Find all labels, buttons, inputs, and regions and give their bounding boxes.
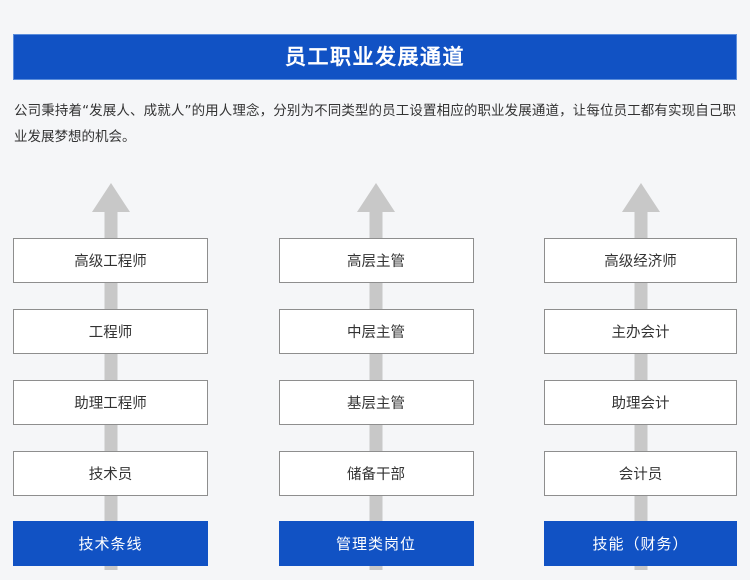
career-level-box[interactable]: 高级工程师 bbox=[13, 238, 208, 283]
arrow-head bbox=[91, 183, 130, 212]
career-level-list: 高级经济师 主办会计 助理会计 会计员 技能（财务） bbox=[544, 180, 737, 570]
career-track-columns: 高级工程师 工程师 助理工程师 技术员 技术条线 高层主管 中层主管 基层主管 … bbox=[13, 180, 737, 570]
career-track-label[interactable]: 管理类岗位 bbox=[278, 521, 474, 566]
career-level-box[interactable]: 助理会计 bbox=[544, 380, 737, 425]
career-level-box[interactable]: 会计员 bbox=[544, 451, 737, 496]
career-level-box[interactable]: 中层主管 bbox=[278, 309, 474, 354]
career-level-box[interactable]: 基层主管 bbox=[278, 380, 474, 425]
arrow-head bbox=[357, 183, 395, 212]
page-title: 员工职业发展通道 bbox=[285, 44, 465, 69]
page-title-banner: 员工职业发展通道 bbox=[13, 34, 737, 80]
career-track-column-technical: 高级工程师 工程师 助理工程师 技术员 技术条线 bbox=[13, 180, 208, 570]
career-track-label[interactable]: 技术条线 bbox=[13, 521, 208, 566]
career-track-column-finance: 高级经济师 主办会计 助理会计 会计员 技能（财务） bbox=[544, 180, 737, 570]
intro-paragraph: 公司秉持着“发展人、成就人”的用人理念，分别为不同类型的员工设置相应的职业发展通… bbox=[14, 103, 736, 145]
career-track-column-management: 高层主管 中层主管 基层主管 储备干部 管理类岗位 bbox=[278, 180, 474, 570]
career-level-box[interactable]: 储备干部 bbox=[278, 451, 474, 496]
career-track-label[interactable]: 技能（财务） bbox=[544, 521, 737, 566]
career-level-box[interactable]: 高层主管 bbox=[278, 238, 474, 283]
career-level-box[interactable]: 高级经济师 bbox=[544, 238, 737, 283]
career-level-box[interactable]: 工程师 bbox=[13, 309, 208, 354]
career-level-list: 高层主管 中层主管 基层主管 储备干部 管理类岗位 bbox=[278, 180, 474, 570]
career-level-box[interactable]: 技术员 bbox=[13, 451, 208, 496]
arrow-head bbox=[621, 183, 660, 212]
career-level-box[interactable]: 主办会计 bbox=[544, 309, 737, 354]
career-level-list: 高级工程师 工程师 助理工程师 技术员 技术条线 bbox=[13, 180, 208, 570]
career-level-box[interactable]: 助理工程师 bbox=[13, 380, 208, 425]
